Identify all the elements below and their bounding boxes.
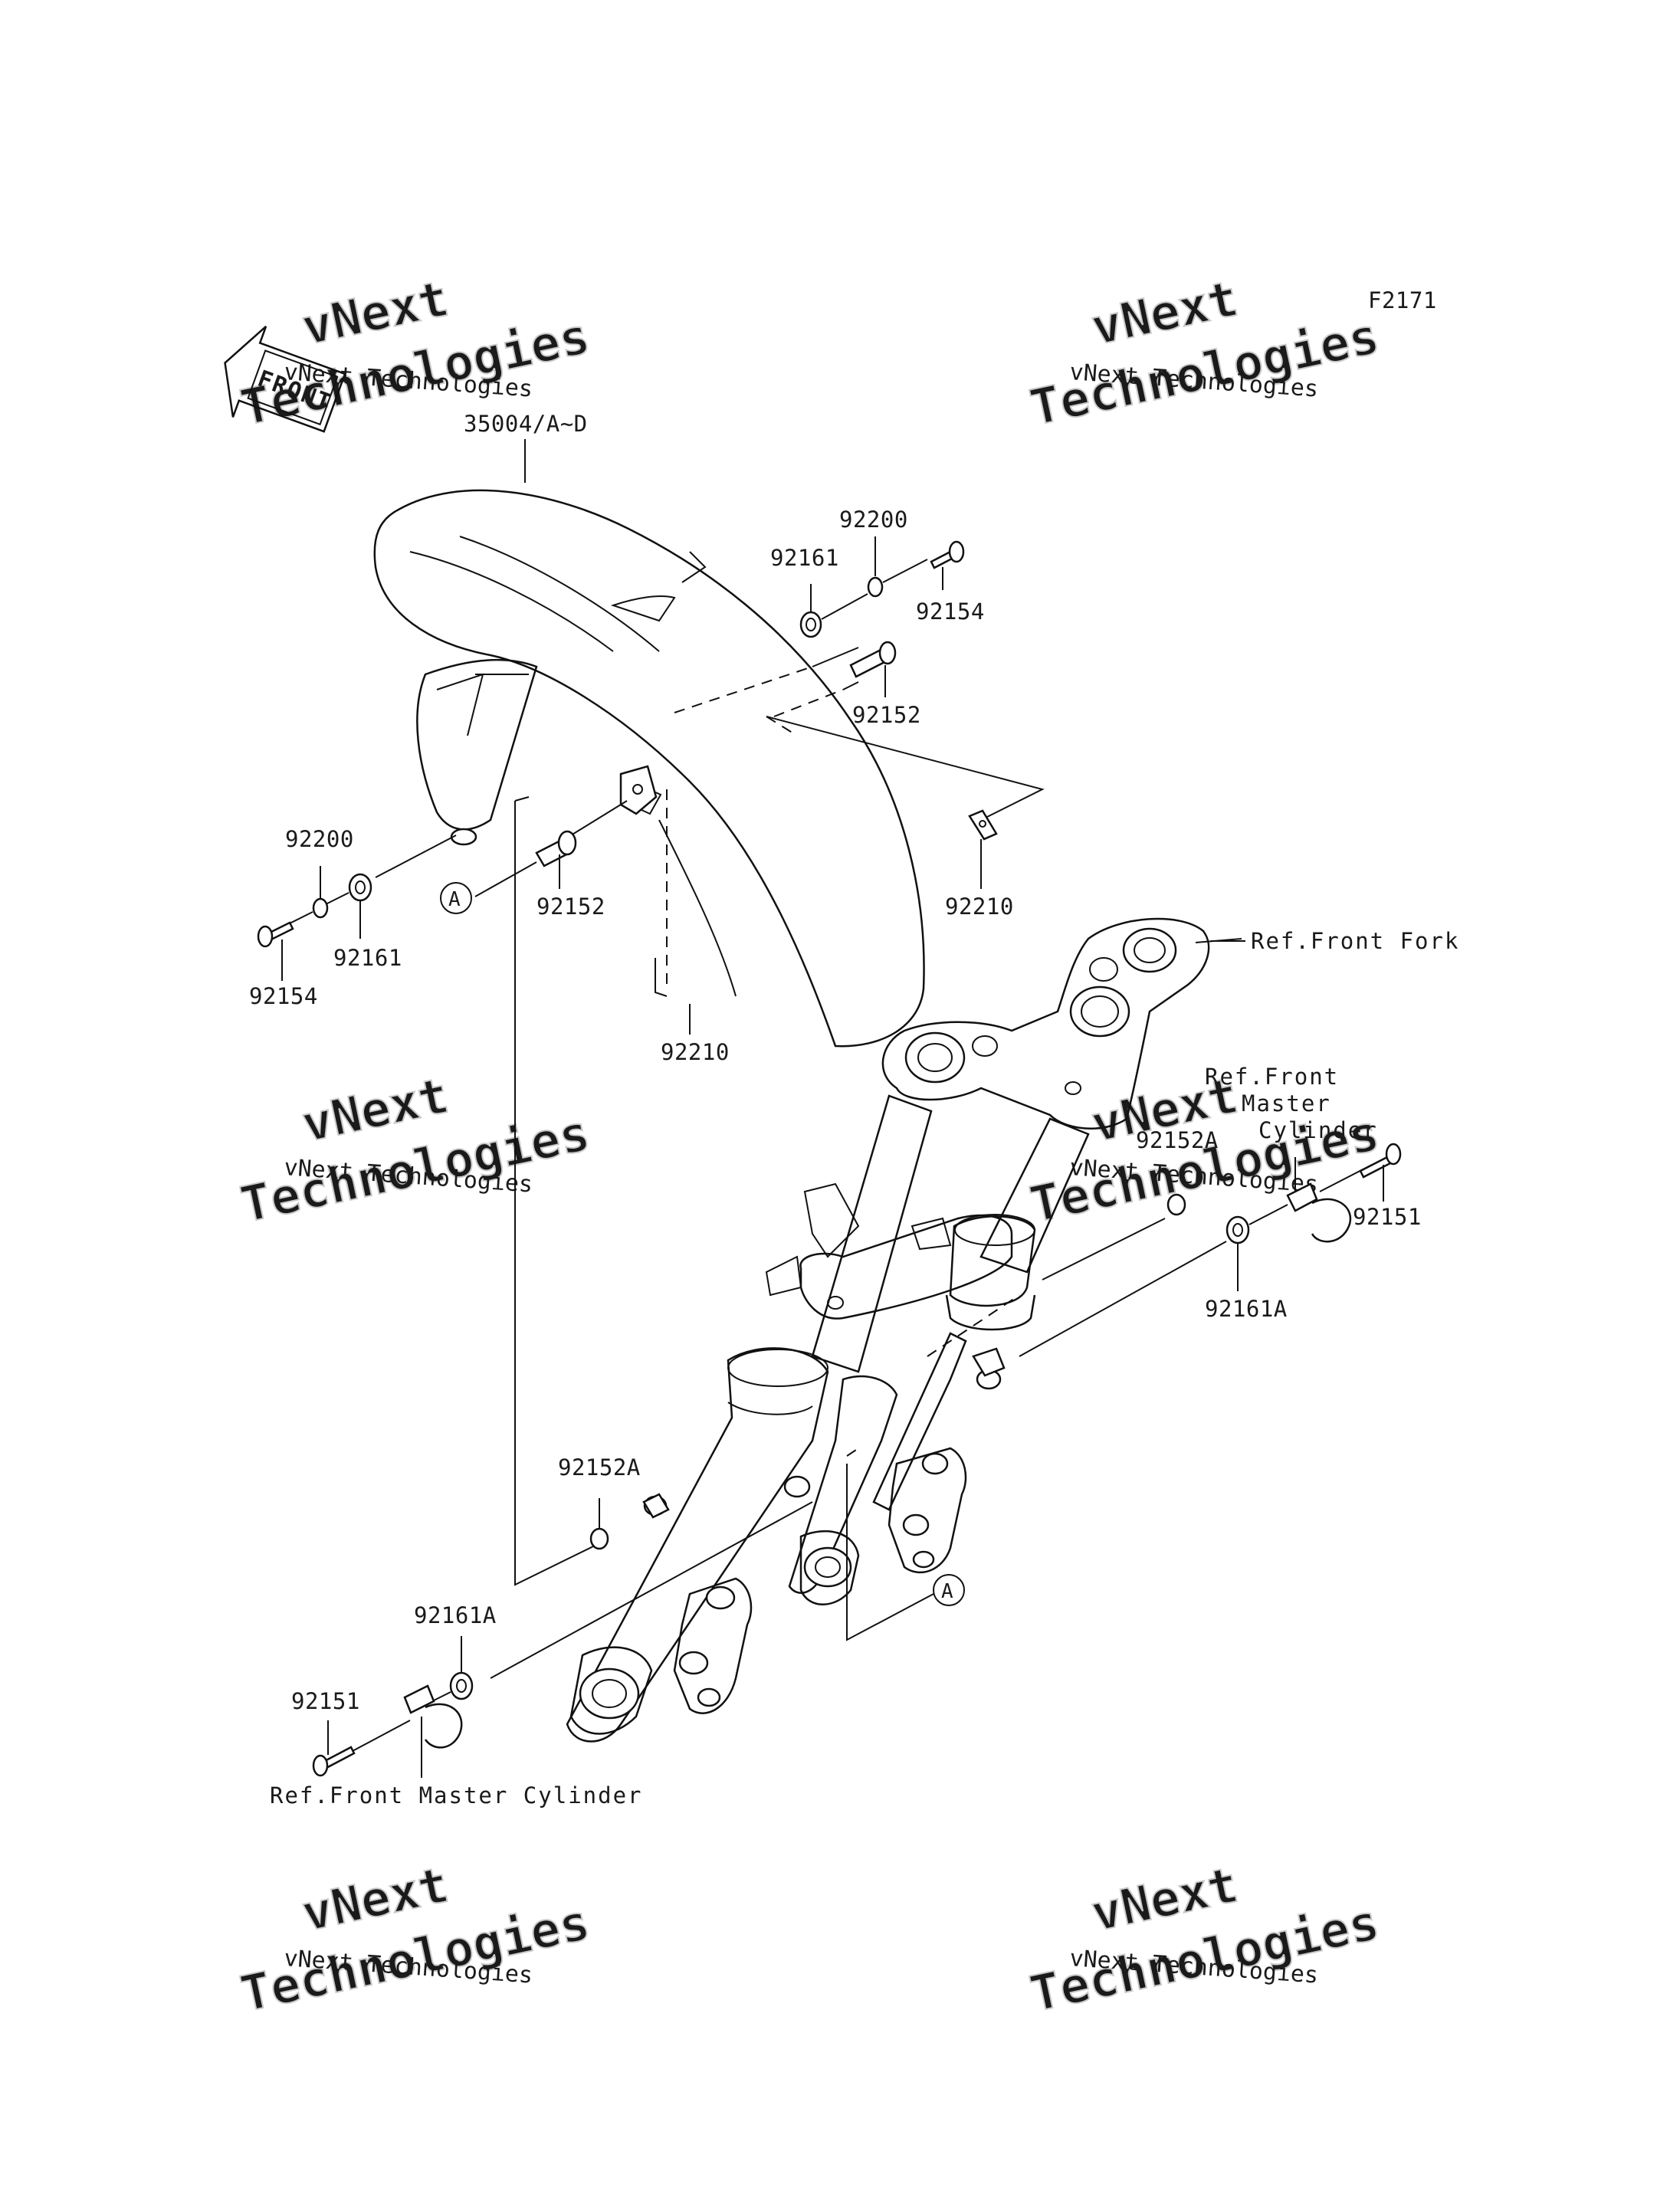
washer-92200-left [312,897,329,919]
watermark-mid-left: vNext Technologies vNext Technologies [235,1067,596,1235]
guide-92161A-clamp [1249,1204,1288,1225]
hose-clamp-right [1286,1157,1352,1243]
grommet-92161-top [799,611,822,638]
svg-text:A: A [448,888,461,911]
ref-front-master-cylinder-l1: Ref.Front [1205,1064,1339,1090]
front-fork-assembly [566,917,1242,1743]
fork-boss-left [642,1493,670,1519]
guide-bracket-92210-low [655,958,668,997]
guide-long-left [514,801,599,1586]
ref-front-master-cylinder-l2: Master [1242,1090,1331,1117]
guide-fork-right-92152A [1042,1218,1166,1280]
label-92151-right: 92151 [1353,1204,1422,1230]
watermark-bottom-left: vNext Technologies vNext Technologies [235,1856,596,2024]
guide-92200-92161 [325,892,349,905]
guide-dashed-2 [773,689,844,717]
svg-text:A: A [941,1580,953,1603]
guide-collar-clip [570,800,628,836]
guide-92152-stub [514,796,530,802]
watermark-bottom-right: vNext Technologies vNext Technologies [1025,1856,1385,2024]
ref-front-fork: Ref.Front Fork [1251,928,1459,954]
label-92200-left: 92200 [285,826,354,852]
guide-fork-left-lower [490,1501,813,1679]
collar-92152A-right [1166,1193,1186,1216]
label-92152-top: 92152 [852,702,921,728]
callout-A-left: A [440,882,472,914]
label-92152-left: 92152 [536,894,605,920]
label-92151-left: 92151 [291,1688,360,1714]
bolt-92154-left [257,921,294,948]
guide-grommet-boss [375,835,457,878]
collar-92152-left [535,830,577,867]
label-92161A-left: 92161A [414,1602,497,1628]
washer-92200-top [867,576,884,598]
guide-A-right [846,1464,934,1641]
ref-front-master-cylinder-left: Ref.Front Master Cylinder [270,1782,643,1808]
bolt-92151-right [1359,1143,1402,1179]
diagram-id: F2171 [1368,287,1437,313]
guide-A-collar [474,861,537,897]
guide-dashed-fork-2 [846,1448,859,1457]
label-35004: 35004/A~D [464,411,588,437]
collar-92152A-left [589,1527,609,1550]
guide-dashed-1 [674,666,813,713]
guide-92200-92154 [882,559,928,583]
guide-92161-92200 [821,593,868,620]
front-fender [373,489,925,1048]
guide-2 [842,681,859,690]
label-92161-top: 92161 [770,545,839,571]
guide-bracket-92210-top [766,716,1045,821]
guide-fork-right-92161A [1019,1241,1227,1357]
hose-clamp-left [403,1684,463,1763]
guide-92154-92200 [289,911,313,924]
label-92210-top: 92210 [945,894,1014,920]
label-92154-left: 92154 [249,983,318,1009]
label-92154-top: 92154 [916,598,985,625]
label-92210-left: 92210 [661,1039,730,1065]
watermark-top-right: vNext Technologies vNext Technologies [1025,270,1385,438]
guide-92151-clamp [352,1720,411,1752]
grommet-92161A-left [449,1671,474,1700]
bolt-92154-top [930,540,965,569]
grommet-92161-left [348,873,372,902]
clip-92210-top [968,809,998,841]
label-92200-top: 92200 [839,507,908,533]
label-92161A-right: 92161A [1205,1296,1288,1322]
label-92152A-left: 92152A [558,1454,641,1481]
label-92152A-right: 92152A [1136,1127,1219,1153]
bolt-92151-left [312,1746,356,1777]
guide-dashed-fork-1 [927,1294,1020,1357]
callout-A-right: A [933,1574,965,1606]
collar-92152-top [849,641,897,678]
grommet-92161A-right [1226,1215,1250,1244]
guide-dashed-4 [766,716,798,736]
label-92161-left: 92161 [333,945,402,971]
ref-front-master-cylinder-l3: Cylinder [1258,1117,1378,1143]
clip-92210-left [619,765,658,815]
guide-1 [812,647,859,667]
